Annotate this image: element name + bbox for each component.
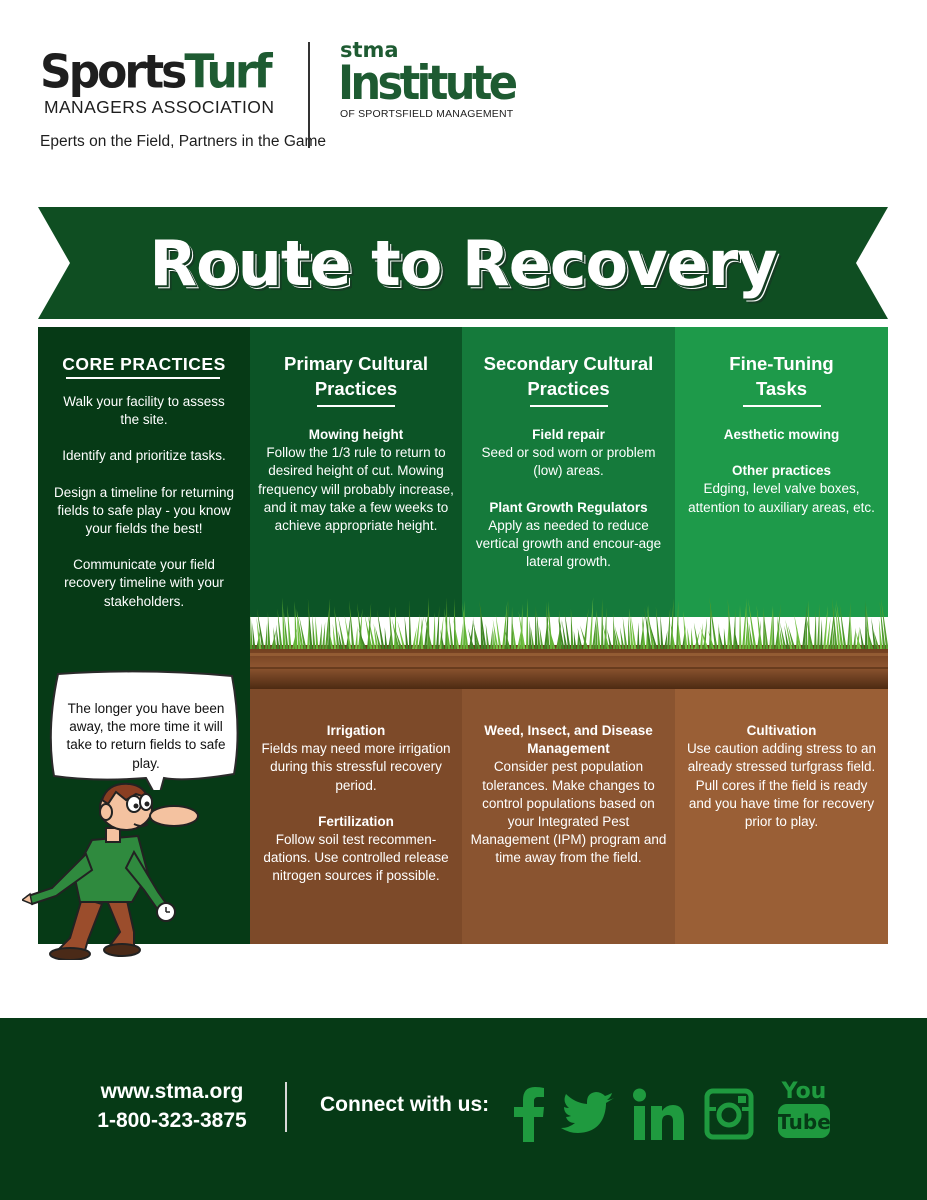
- fine-bottom-text: Cultivation Use caution adding stress to…: [683, 722, 880, 831]
- youtube-you-text: You: [781, 1079, 827, 1104]
- fine-bottom-panel: [675, 685, 888, 944]
- practice-label: Aesthetic mowing: [723, 427, 840, 442]
- stma-institute-logo: stma Institute OF SPORTSFIELD MANAGEMENT: [338, 38, 528, 121]
- twitter-icon[interactable]: [560, 1086, 616, 1142]
- practice-text: Fields may need more irrigation during t…: [261, 741, 451, 793]
- groundskeeper-character-illustration: [22, 782, 199, 960]
- practice-label: Weed, Insect, and Disease Management: [484, 723, 653, 757]
- footer-divider: [285, 1082, 287, 1132]
- core-item: Identify and prioritize tasks.: [62, 448, 226, 464]
- page-title: Route to Recovery: [149, 227, 777, 300]
- logo-divider: [308, 42, 310, 148]
- grass-soil-strip: [250, 597, 888, 689]
- fine-heading-line-2: Tasks: [755, 378, 808, 399]
- practice-label: Other practices: [731, 463, 832, 479]
- fine-heading-line-1: Fine-Tuning: [729, 353, 834, 374]
- primary-heading-underline: [317, 405, 395, 407]
- footer: www.stma.org 1-800-323-3875 Connect with…: [0, 1018, 927, 1200]
- institute-subtitle: OF SPORTSFIELD MANAGEMENT: [340, 108, 514, 120]
- core-practices-list: Walk your facility to assess the site. I…: [52, 393, 236, 611]
- core-item: Design a timeline for returning fields t…: [53, 484, 235, 537]
- tagline: Eperts on the Field, Partners in the Gam…: [40, 133, 327, 150]
- website-link[interactable]: www.stma.org: [100, 1080, 244, 1103]
- primary-top-text: Mowing height Follow the 1/3 rule to ret…: [258, 426, 454, 535]
- primary-heading-line-1: Primary Cultural: [284, 353, 428, 374]
- secondary-heading: Secondary Cultural Practices: [462, 351, 675, 401]
- speech-bubble-text: The longer you have been away, the more …: [66, 701, 226, 771]
- secondary-heading-line-1: Secondary Cultural: [483, 353, 654, 374]
- linkedin-icon[interactable]: [632, 1086, 686, 1142]
- primary-bottom-text: Irrigation Fields may need more irrigati…: [258, 722, 454, 886]
- secondary-top-panel: [462, 327, 675, 617]
- institute-stma: stma: [340, 38, 399, 62]
- practice-label: Fertilization: [318, 813, 394, 829]
- secondary-heading-underline: [529, 405, 608, 407]
- practice-text: Edging, level valve boxes, attention to …: [688, 481, 875, 515]
- secondary-bottom-panel: [462, 685, 675, 944]
- practice-text: Follow the 1/3 rule to return to desired…: [258, 445, 454, 534]
- title-ribbon: Route to Recovery: [38, 207, 888, 319]
- practice-text: Use caution adding stress to an already …: [686, 741, 877, 830]
- primary-bottom-panel: [250, 685, 462, 944]
- practice-label: Irrigation: [326, 723, 386, 738]
- practice-label: Plant Growth Regulators: [489, 499, 648, 515]
- sportsturf-logo: SportsTurf MANAGERS ASSOCIATION: [40, 45, 295, 118]
- primary-heading-line-2: Practices: [314, 378, 398, 399]
- youtube-tube-text: Tube: [777, 1110, 831, 1134]
- instagram-icon[interactable]: [704, 1086, 754, 1142]
- primary-top-panel: [250, 327, 462, 617]
- institute-wordmark: Institute: [338, 56, 518, 111]
- sportsturf-wordmark: SportsTurf: [40, 45, 295, 100]
- ribbon-shape: [38, 207, 888, 319]
- fine-top-panel: [675, 327, 888, 617]
- fine-top-text: Aesthetic mowing Other practices Edging,…: [683, 426, 880, 517]
- core-practices-column: CORE PRACTICES Walk your facility to ass…: [38, 327, 250, 944]
- practice-label: Field repair: [532, 427, 605, 442]
- practice-text: Consider pest population tolerances. Mak…: [470, 759, 667, 866]
- connect-label: Connect with us:: [320, 1093, 490, 1116]
- sportsturf-wordmark-turf: Turf: [184, 45, 272, 100]
- practice-text: Follow soil test recommen-dations. Use c…: [263, 832, 449, 884]
- secondary-heading-line-2: Practices: [527, 378, 610, 399]
- practice-label: Mowing height: [308, 427, 404, 442]
- core-item: Walk your facility to assess the site.: [63, 394, 225, 428]
- secondary-bottom-text: Weed, Insect, and Disease Management Con…: [470, 722, 667, 868]
- practices-grid: CORE PRACTICES Walk your facility to ass…: [38, 327, 888, 944]
- fine-tuning-column: Fine-Tuning Tasks Aesthetic mowing Other…: [675, 327, 888, 944]
- youtube-icon[interactable]: You Tube: [776, 1074, 832, 1144]
- sportsturf-subtitle: MANAGERS ASSOCIATION: [44, 97, 275, 117]
- fine-heading-underline: [742, 405, 821, 407]
- core-heading-underline: [66, 377, 220, 379]
- core-item: Communicate your field recovery timeline…: [64, 557, 224, 609]
- facebook-icon[interactable]: [512, 1086, 546, 1142]
- practice-label: Cultivation: [746, 723, 817, 738]
- practice-text: Seed or sod worn or problem (low) areas.: [481, 445, 656, 479]
- practice-text: Apply as needed to reduce vertical growt…: [475, 517, 662, 570]
- secondary-cultural-column: Secondary Cultural Practices Field repai…: [462, 327, 675, 944]
- fine-heading: Fine-Tuning Tasks: [675, 351, 888, 401]
- secondary-top-text: Field repair Seed or sod worn or problem…: [470, 426, 667, 571]
- core-practices-heading: CORE PRACTICES: [62, 354, 226, 374]
- primary-heading: Primary Cultural Practices: [250, 351, 462, 401]
- speech-bubble: [49, 670, 239, 790]
- primary-cultural-column: Primary Cultural Practices Mowing height…: [250, 327, 462, 944]
- phone-number[interactable]: 1-800-323-3875: [97, 1109, 247, 1132]
- sportsturf-wordmark-sports: Sports: [40, 45, 187, 100]
